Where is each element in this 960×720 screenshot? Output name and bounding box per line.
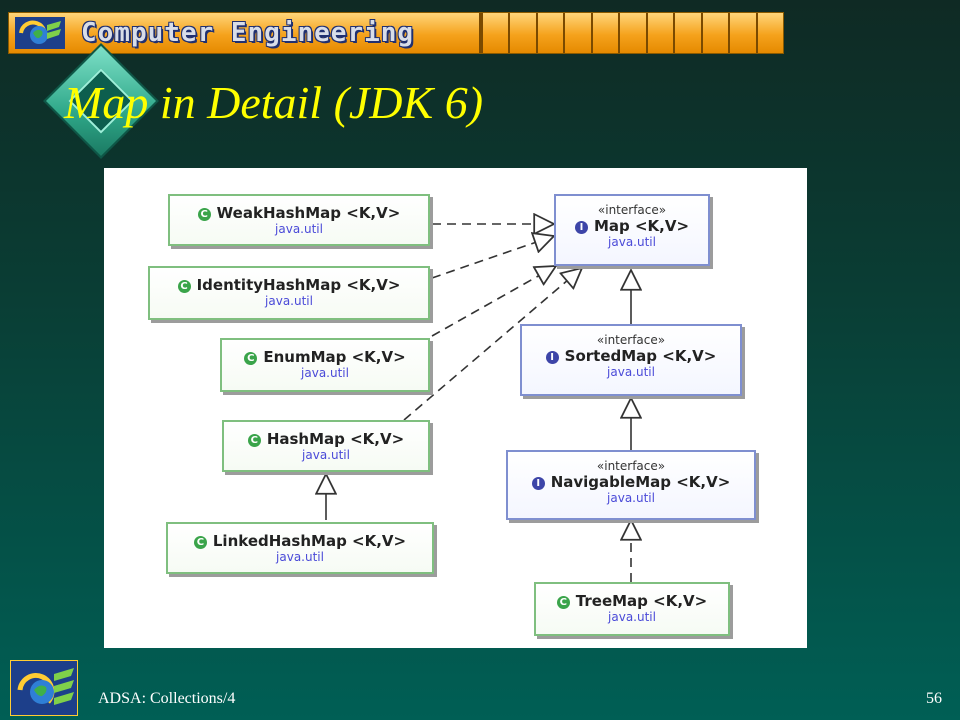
interface-name-text: Map <K,V> <box>593 217 690 235</box>
class-name-text: IdentityHashMap <K,V> <box>196 276 401 294</box>
realization-identityhashmap-map <box>431 236 554 279</box>
uml-connectors <box>104 168 807 582</box>
class-name: C HashMap <K,V> <box>224 430 428 448</box>
class-icon: C <box>177 280 191 293</box>
class-name-text: HashMap <K,V> <box>266 430 405 448</box>
interface-stereotype: «interface» <box>596 459 666 473</box>
interface-name-text: SortedMap <K,V> <box>564 347 717 365</box>
class-treemap: C TreeMap <K,V> java.util <box>534 582 730 636</box>
class-name: C EnumMap <K,V> <box>222 348 428 366</box>
realization-hashmap-map <box>403 268 582 421</box>
class-icon: C <box>244 352 258 365</box>
interface-stereotype: «interface» <box>596 333 666 347</box>
class-identityhashmap: C IdentityHashMap <K,V> java.util <box>148 266 430 320</box>
interface-map: «interface» I Map <K,V> java.util <box>554 194 710 266</box>
class-enummap: C EnumMap <K,V> java.util <box>220 338 430 392</box>
interface-name: I SortedMap <K,V> <box>522 347 740 365</box>
class-name-text: WeakHashMap <K,V> <box>216 204 401 222</box>
banner-cell <box>535 13 564 53</box>
banner-cell <box>618 13 646 53</box>
class-package: java.util <box>302 448 350 462</box>
class-linkedhashmap: C LinkedHashMap <K,V> java.util <box>166 522 434 574</box>
class-name: C LinkedHashMap <K,V> <box>168 532 432 550</box>
interface-name: I Map <K,V> <box>556 217 708 235</box>
interface-name: I NavigableMap <K,V> <box>508 473 754 491</box>
banner-cell <box>755 13 783 53</box>
class-name-text: EnumMap <K,V> <box>263 348 406 366</box>
banner-cell <box>590 13 619 53</box>
banner-title: Computer Engineering <box>81 18 415 48</box>
realization-enummap-map <box>431 266 556 337</box>
class-package: java.util <box>608 610 656 624</box>
class-weakhashmap: C WeakHashMap <K,V> java.util <box>168 194 430 246</box>
class-icon: C <box>193 536 207 549</box>
interface-name-text: NavigableMap <K,V> <box>550 473 731 491</box>
class-icon: C <box>197 208 211 221</box>
interface-icon: I <box>574 221 588 234</box>
class-package: java.util <box>301 366 349 380</box>
page-number: 56 <box>926 690 942 707</box>
class-package: java.util <box>276 550 324 564</box>
interface-navigablemap: «interface» I NavigableMap <K,V> java.uti… <box>506 450 756 520</box>
class-package: java.util <box>265 294 313 308</box>
banner-cell <box>700 13 729 53</box>
banner-cell <box>508 13 536 53</box>
interface-package: java.util <box>607 365 655 379</box>
class-name-text: LinkedHashMap <K,V> <box>212 532 407 550</box>
interface-package: java.util <box>608 235 656 249</box>
globe-logo-icon <box>10 660 78 716</box>
banner-cell <box>481 13 509 53</box>
class-name: C WeakHashMap <K,V> <box>170 204 428 222</box>
globe-logo-icon <box>15 17 65 49</box>
class-name: C TreeMap <K,V> <box>536 592 728 610</box>
banner-cell <box>645 13 674 53</box>
class-hashmap: C HashMap <K,V> java.util <box>222 420 430 472</box>
class-icon: C <box>247 434 261 447</box>
interface-icon: I <box>545 351 559 364</box>
banner-cells <box>481 13 783 53</box>
slide-title: Map in Detail (JDK 6) <box>64 77 484 128</box>
class-icon: C <box>556 596 570 609</box>
class-name-text: TreeMap <K,V> <box>575 592 708 610</box>
header-banner: Computer Engineering <box>8 12 784 54</box>
class-name: C IdentityHashMap <K,V> <box>150 276 428 294</box>
banner-title-area: Computer Engineering <box>9 13 481 53</box>
interface-stereotype: «interface» <box>597 203 667 217</box>
interface-package: java.util <box>607 491 655 505</box>
class-package: java.util <box>275 222 323 236</box>
footer-course-label: ADSA: Collections/4 <box>98 690 236 707</box>
banner-cell <box>728 13 756 53</box>
uml-diagram: C WeakHashMap <K,V> java.util C IdentityHa… <box>104 168 807 648</box>
banner-cell <box>563 13 591 53</box>
interface-icon: I <box>531 477 545 490</box>
interface-sortedmap: «interface» I SortedMap <K,V> java.util <box>520 324 742 396</box>
banner-cell <box>673 13 701 53</box>
